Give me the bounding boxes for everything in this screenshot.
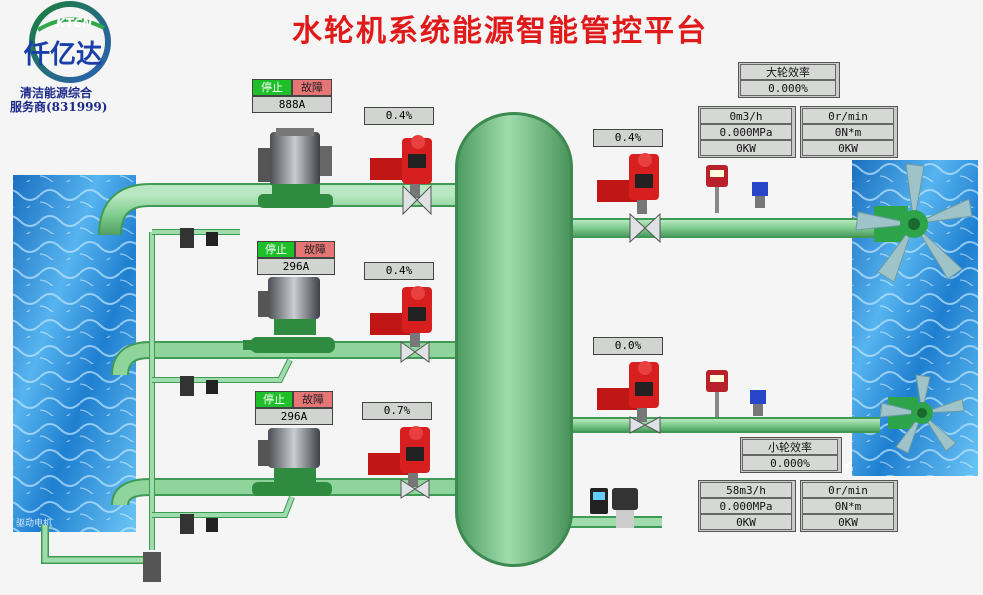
small-turbine-power-out: 0KW <box>802 514 894 530</box>
suction-pipes <box>41 183 460 564</box>
pump2-valve-opening[interactable]: 0.4% <box>364 262 434 280</box>
big-turbine-power-out: 0KW <box>802 140 894 156</box>
small-turbine-flow: 58m3/h <box>700 482 792 498</box>
outlet-bottom-valve-opening[interactable]: 0.0% <box>593 337 663 355</box>
valve-actuator-icons <box>368 135 659 487</box>
logo-tagline-line2: 服务商(831999) <box>10 100 108 114</box>
turbine-fan-icons <box>855 163 973 454</box>
big-turbine-flow: 0m3/h <box>700 108 792 124</box>
pump1-valve-opening[interactable]: 0.4% <box>364 107 434 125</box>
small-turbine-output-panel: 0r/min 0N*m 0KW <box>800 480 898 532</box>
logo-tagline: 清洁能源综合 服务商(831999) <box>10 86 107 114</box>
small-turbine-pressure: 0.000MPa <box>700 498 792 514</box>
pump2-fault-indicator: 故障 <box>295 241 335 258</box>
small-turbine-efficiency-value: 0.000% <box>742 455 838 471</box>
company-logo-icon <box>29 1 111 83</box>
small-turbine-efficiency-panel: 小轮效率 0.000% <box>740 437 842 473</box>
big-turbine-output-panel: 0r/min 0N*m 0KW <box>800 106 898 158</box>
big-turbine-speed: 0r/min <box>802 108 894 124</box>
separator-tank-icon <box>455 112 573 567</box>
logo-tagline-line1: 清洁能源综合 <box>20 86 93 100</box>
big-turbine-efficiency-label: 大轮效率 <box>740 64 836 80</box>
pump1-stop-button[interactable]: 停止 <box>252 79 292 96</box>
pump3-stop-button[interactable]: 停止 <box>255 391 293 408</box>
pump3-fault-indicator: 故障 <box>293 391 333 408</box>
outlet-top-valve-opening[interactable]: 0.4% <box>593 129 663 147</box>
big-turbine-power-in: 0KW <box>700 140 792 156</box>
logo-name: 仟亿达 <box>24 40 103 70</box>
small-turbine-speed: 0r/min <box>802 482 894 498</box>
big-turbine-efficiency-panel: 大轮效率 0.000% <box>738 62 840 98</box>
small-turbine-torque: 0N*m <box>802 498 894 514</box>
big-turbine-efficiency-value: 0.000% <box>740 80 836 96</box>
logo-brand: KTCN <box>56 16 93 30</box>
pump3-valve-opening[interactable]: 0.7% <box>362 402 432 420</box>
small-turbine-power-in: 0KW <box>700 514 792 530</box>
pump2-stop-button[interactable]: 停止 <box>257 241 295 258</box>
small-turbine-efficiency-label: 小轮效率 <box>742 439 838 455</box>
pump1-current: 888A <box>252 96 332 113</box>
small-turbine-inlet-panel: 58m3/h 0.000MPa 0KW <box>698 480 796 532</box>
big-turbine-torque: 0N*m <box>802 124 894 140</box>
pump-motor-icons <box>243 128 335 496</box>
big-turbine-pressure: 0.000MPa <box>700 124 792 140</box>
flow-meter-icons <box>143 182 768 582</box>
gate-valve-icons <box>400 184 661 499</box>
pump3-current: 296A <box>255 408 333 425</box>
big-turbine-inlet-panel: 0m3/h 0.000MPa 0KW <box>698 106 796 158</box>
pressure-gauge-icons <box>590 165 728 514</box>
pump1-fault-indicator: 故障 <box>292 79 332 96</box>
page-title: 水轮机系统能源智能管控平台 <box>292 14 708 49</box>
pump2-current: 296A <box>257 258 335 275</box>
